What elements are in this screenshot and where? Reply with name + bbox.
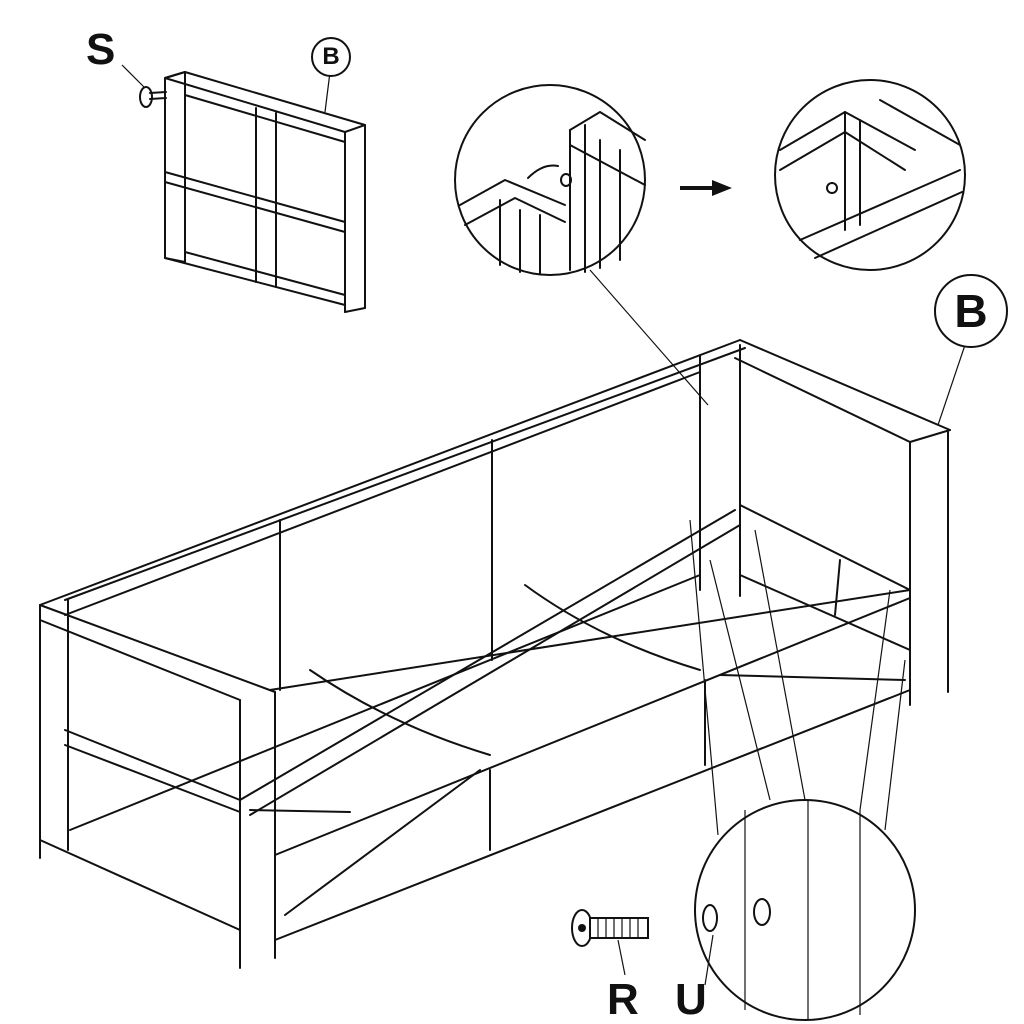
screw-s-illustration xyxy=(121,64,331,113)
bolt-r-illustration xyxy=(571,909,649,976)
label-hole-u: U xyxy=(675,975,707,1024)
label-panel-b-small: B xyxy=(311,37,351,77)
label-panel-b-large: B xyxy=(934,274,1008,348)
sofa-frame xyxy=(39,339,951,969)
panel-b-small xyxy=(164,71,366,313)
detail-circle-after xyxy=(774,79,966,271)
label-screw-s: S xyxy=(86,25,116,74)
detail-circle-holes xyxy=(689,519,916,1021)
direction-arrow xyxy=(680,180,732,196)
leader-line xyxy=(937,344,966,426)
detail-circle-before xyxy=(454,84,646,276)
leader-line xyxy=(589,269,709,406)
label-bolt-r: R xyxy=(607,975,639,1024)
